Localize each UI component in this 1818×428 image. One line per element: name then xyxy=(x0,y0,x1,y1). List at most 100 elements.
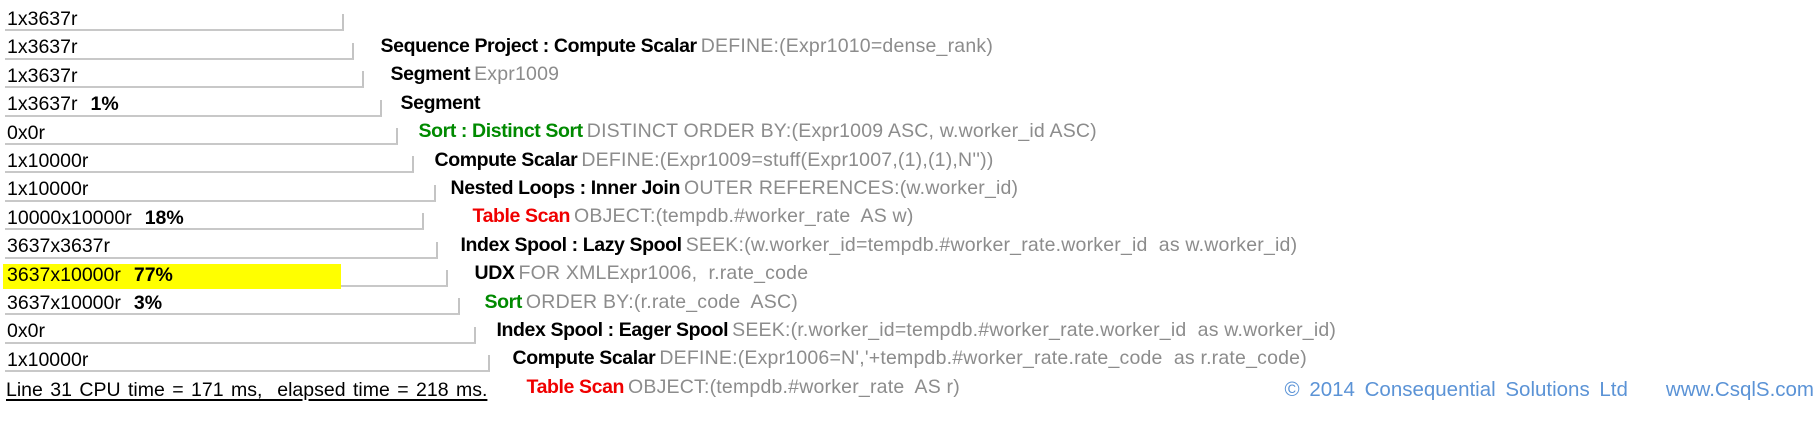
row-count: 1x3637r 1% xyxy=(7,91,119,119)
operator-name: Compute Scalar xyxy=(434,148,578,171)
operator-detail: DISTINCT ORDER BY:(Expr1009 ASC, w.worke… xyxy=(586,120,1097,143)
plan-row[interactable]: 1x3637r Sequence Project : Compute Scala… xyxy=(0,6,1818,57)
operator-detail: DEFINE:(Expr1009=stuff(Expr1007,(1),(1),… xyxy=(581,148,994,171)
row-count: 1x10000r xyxy=(7,148,101,176)
row-count: 1x10000r xyxy=(7,176,101,204)
indent-bar xyxy=(5,213,424,231)
operator-detail: Expr1009 xyxy=(474,63,560,86)
plan-row[interactable]: 10000x10000r 18% Index Spool : Lazy Spool… xyxy=(0,205,1818,256)
operator-detail: OBJECT:(tempdb.#worker_rate AS r) xyxy=(628,375,960,398)
row-count: 1x3637r xyxy=(7,6,90,34)
row-count-label: 1x3637r xyxy=(7,8,78,30)
indent-bar xyxy=(5,42,354,60)
operator-name: Sort xyxy=(484,290,523,313)
row-count: 1x3637r xyxy=(7,34,90,62)
row-count: 10000x10000r 18% xyxy=(7,205,184,233)
row-count-label: 3637x3637r xyxy=(7,235,111,258)
row-count: 1x3637r xyxy=(7,63,90,91)
operator-name: Index Spool : Lazy Spool xyxy=(460,233,683,256)
indent-bar xyxy=(5,241,438,259)
footer: Line 31 CPU time = 171 ms, elapsed time … xyxy=(0,378,1818,402)
website-link[interactable]: www.CsqlS.com xyxy=(1665,378,1814,401)
copyright-text: © 2014 Consequential Solutions Ltd xyxy=(1284,378,1628,401)
row-count: 0x0r xyxy=(7,318,58,346)
highlight-marker xyxy=(3,263,341,289)
row-count-label: 1x3637r xyxy=(7,36,78,59)
row-count-label: 3637x10000r xyxy=(7,291,121,314)
operator-name: Table Scan xyxy=(472,205,571,228)
operator-detail: SEEK:(w.worker_id=tempdb.#worker_rate.wo… xyxy=(685,233,1298,256)
indent-bar xyxy=(5,127,398,145)
row-count-label: 3637x10000r xyxy=(7,263,121,286)
operator-detail: ORDER BY:(r.rate_code ASC) xyxy=(525,290,798,313)
row-count-label: 1x3637r xyxy=(7,93,78,116)
row-count-label: 10000x10000r xyxy=(7,206,132,229)
cost-percent: 1% xyxy=(90,93,119,116)
row-count-label: 1x3637r xyxy=(7,64,78,87)
row-count: 3637x10000r 77% xyxy=(7,262,173,290)
indent-bar xyxy=(5,99,382,117)
operator-name: UDX xyxy=(474,262,515,285)
cost-percent: 18% xyxy=(144,206,184,229)
cost-percent: 77% xyxy=(133,263,173,286)
footer-brand: © 2014 Consequential Solutions Ltd www.C… xyxy=(1285,378,1818,402)
operator-detail: DEFINE:(Expr1006=N','+tempdb.#worker_rat… xyxy=(659,347,1307,370)
execution-plan: 1x3637r Sequence Project : Compute Scala… xyxy=(0,6,1818,398)
row-count: 1x10000r xyxy=(7,347,101,375)
operator-name: Compute Scalar xyxy=(512,347,656,370)
row-count: 0x0r xyxy=(7,120,58,148)
operator-detail: OUTER REFERENCES:(w.worker_id) xyxy=(683,176,1019,199)
operator-name: Segment xyxy=(400,91,481,114)
row-count: 3637x3637r xyxy=(7,233,123,261)
indent-bar xyxy=(5,71,364,89)
indent-bar xyxy=(5,156,414,174)
cpu-time-stats: Line 31 CPU time = 171 ms, elapsed time … xyxy=(6,379,488,401)
operator-detail: SEEK:(r.worker_id=tempdb.#worker_rate.wo… xyxy=(732,318,1337,341)
operator-name: Table Scan xyxy=(526,375,625,398)
indent-bar xyxy=(5,326,476,344)
operator-detail: OBJECT:(tempdb.#worker_rate AS w) xyxy=(574,205,914,228)
operator-name: Nested Loops : Inner Join xyxy=(450,176,681,199)
row-count-label: 1x10000r xyxy=(7,149,89,172)
plan-row[interactable]: 1x3637r Segment xyxy=(0,63,1818,114)
operator-name: Index Spool : Eager Spool xyxy=(496,318,729,341)
operator-name: Sequence Project : Compute Scalar xyxy=(380,35,698,57)
row-count-label: 1x10000r xyxy=(7,178,89,201)
indent-bar xyxy=(5,298,460,316)
row-count-label: 0x0r xyxy=(7,320,45,343)
cost-percent: 3% xyxy=(133,291,163,314)
operator-name: Sort : Distinct Sort xyxy=(418,120,584,143)
indent-bar xyxy=(5,14,344,32)
indent-bar xyxy=(5,355,490,373)
row-count-label: 0x0r xyxy=(7,121,45,144)
indent-bar xyxy=(5,184,436,202)
operator-line: Segment xyxy=(368,63,484,114)
row-count: 3637x10000r 3% xyxy=(7,290,162,318)
operator-detail: FOR XMLExpr1006, r.rate_code xyxy=(518,262,809,285)
operator-name: Segment xyxy=(390,63,471,86)
row-count-label: 1x10000r xyxy=(7,348,89,371)
operator-detail: DEFINE:(Expr1010=dense_rank) xyxy=(700,35,994,57)
